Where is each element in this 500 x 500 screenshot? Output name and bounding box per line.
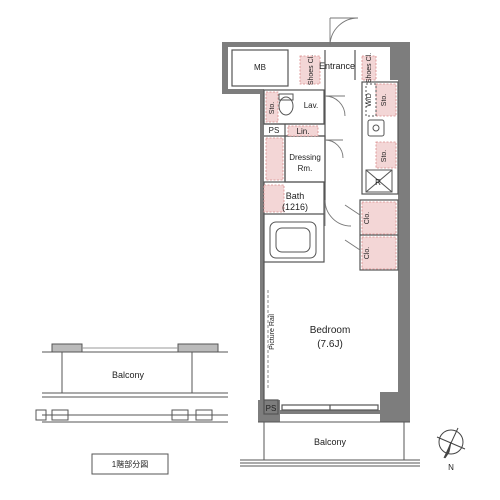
- storage-bath-left: [263, 184, 285, 213]
- label-picture-rail: Picture Rail: [269, 314, 276, 350]
- label-sto-kitchen: Sto.: [381, 150, 388, 163]
- label-bedroom: Bedroom: [310, 325, 351, 336]
- doors: [324, 17, 361, 251]
- label-ps-top: PS: [269, 126, 280, 135]
- label-lin: Lin.: [297, 127, 310, 136]
- label-bath: Bath: [286, 191, 305, 201]
- label-balcony-key: Balcony: [112, 370, 145, 380]
- label-lav: Lav.: [304, 101, 319, 110]
- label-entrance: Entrance: [319, 61, 355, 71]
- balcony-main: [240, 421, 420, 467]
- compass-icon: [436, 427, 466, 459]
- closet-lower: [361, 236, 397, 270]
- storage-zones: [263, 55, 397, 270]
- label-closet-upper: Clo.: [364, 212, 371, 225]
- fixtures: [269, 83, 393, 259]
- label-closet-lower: Clo.: [364, 247, 371, 260]
- label-mb: MB: [254, 63, 266, 72]
- label-shoes-left: Shoes Cl.: [308, 55, 315, 85]
- label-shoes-right: Shoes Cl.: [366, 53, 373, 83]
- label-bedroom-size: (7.6J): [317, 339, 343, 350]
- label-sto-wd: Sto.: [381, 94, 388, 107]
- storage-kitchen: [375, 141, 397, 169]
- label-dressing: Dressing: [289, 153, 321, 162]
- structural-walls: [222, 42, 410, 422]
- closet-upper: [361, 201, 397, 235]
- compass-label: N: [448, 463, 454, 472]
- label-wd: W/D: [366, 93, 373, 107]
- key-plan: [35, 343, 228, 423]
- key-plan-label-box: [91, 453, 169, 475]
- label-fridge: R: [375, 178, 381, 187]
- label-ps-bottom: PS: [266, 404, 277, 413]
- shoes-closet-left: [299, 55, 321, 85]
- label-balcony-main: Balcony: [314, 437, 347, 447]
- storage-bath: [265, 137, 284, 181]
- storage-lav: [265, 91, 279, 123]
- label-sto-lav: Sto.: [269, 102, 276, 115]
- label-bath-size: (1216): [282, 202, 308, 212]
- key-plan-label: 1階部分図: [112, 459, 148, 469]
- linen-storage: [287, 125, 319, 137]
- shoes-closet-right: [361, 55, 377, 81]
- label-dressing-rm: Rm.: [298, 164, 313, 173]
